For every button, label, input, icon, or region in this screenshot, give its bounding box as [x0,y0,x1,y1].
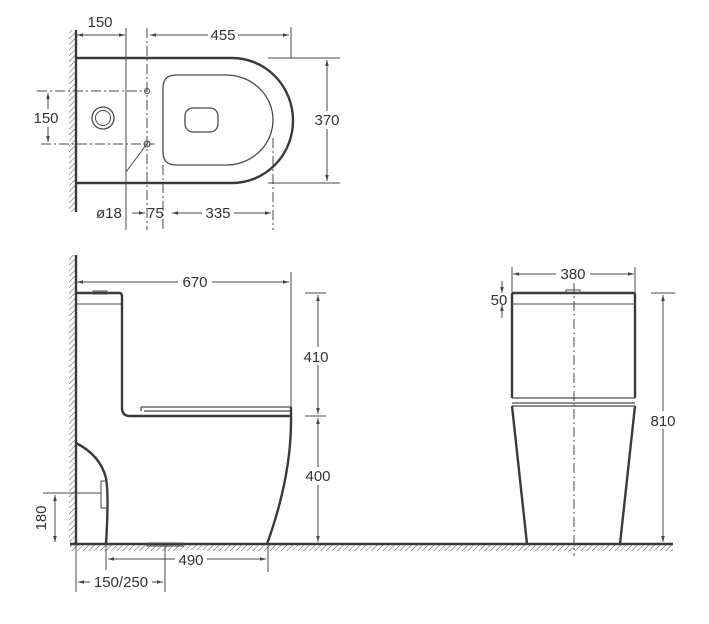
dim-label: 380 [560,266,585,283]
dim-label: 150/250 [94,574,148,591]
dim-label: 400 [305,468,330,485]
dim-label: 410 [303,349,328,366]
dim-label: ø18 [96,205,122,222]
flush-button-front [565,289,581,294]
flush-button [92,290,108,295]
wall-hatch [69,255,76,543]
tank-outline [76,291,293,418]
seat-outline [162,74,274,166]
dim-label: 370 [314,112,339,129]
seat-lid [140,406,291,412]
dim-label: 75 [147,205,164,222]
bowl-back [75,441,109,545]
wall-hatch [69,30,76,212]
dim-label: 150 [87,14,112,31]
dim-label: 810 [650,413,675,430]
dim-label: 490 [178,552,203,569]
dim-label: 670 [182,274,207,291]
bowl-right [618,405,637,545]
dim-label: 335 [205,205,230,222]
lid-handle [184,107,219,133]
leader-line [125,140,150,173]
toilet-outline-top [76,56,295,185]
top-view: 150 455 370 150 ø18 75 335 [33,14,342,230]
dim-label: 455 [210,27,235,44]
outlet-inner [95,110,111,126]
floor-hatch [70,545,673,551]
dim-label: 150 [33,110,58,127]
dim-label: 180 [33,505,50,530]
bowl-left [510,405,529,545]
side-view: 670 410 400 180 490 150/250 [33,255,673,592]
bowl-front [265,415,293,545]
front-view: 380 50 810 [491,265,680,556]
dim-label: 50 [491,292,508,309]
outlet-icon [91,106,115,130]
inlet-valve [100,480,108,509]
